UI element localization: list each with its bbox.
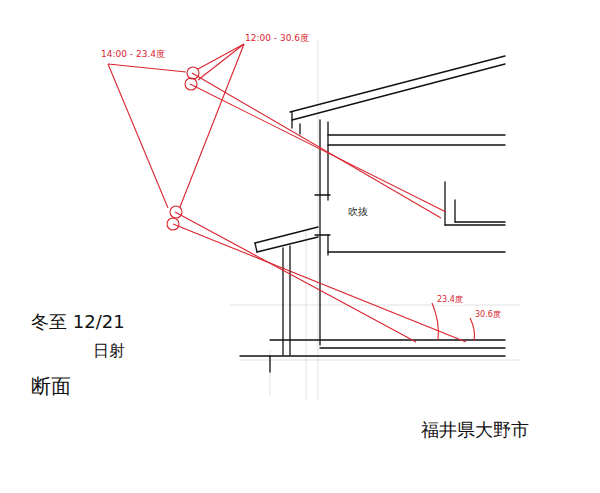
- time-angle-note: 14:00 - 23.4度: [100, 50, 166, 60]
- angle-label: 23.4度: [436, 296, 464, 305]
- view-title: 断面: [30, 375, 72, 397]
- season-date: 冬至 12/21: [30, 312, 126, 332]
- time-angle-note: 12:00 - 30.6度: [244, 34, 310, 44]
- angle-label: 30.6度: [474, 311, 502, 320]
- subject-label: 日射: [92, 342, 126, 360]
- location-label: 福井県大野市: [420, 420, 530, 440]
- room-label: 吹抜: [347, 206, 369, 217]
